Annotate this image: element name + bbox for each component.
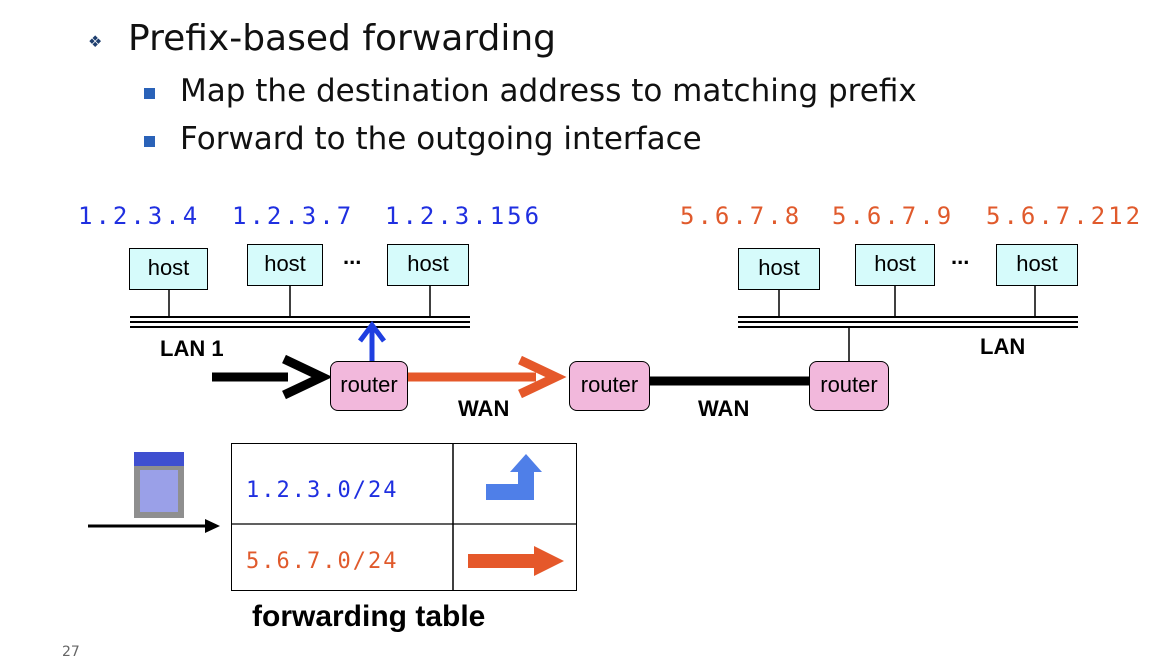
- host-box: host: [738, 248, 820, 290]
- table-prefix-cell: 5.6.7.0/24: [246, 549, 399, 574]
- router-box: router: [569, 361, 650, 411]
- square-bullet-icon: [144, 136, 155, 147]
- ip-address: 1.2.3.4: [78, 202, 201, 230]
- ip-address: 1.2.3.156: [385, 202, 543, 230]
- page-number: 27: [62, 644, 80, 660]
- bullet-item: Map the destination address to matching …: [180, 73, 917, 109]
- host-box: host: [855, 244, 935, 286]
- ip-address: 5.6.7.212: [986, 202, 1144, 230]
- table-caption: forwarding table: [252, 600, 486, 633]
- lan-label: LAN: [980, 334, 1026, 359]
- ellipsis: ...: [951, 244, 970, 269]
- ip-address: 5.6.7.8: [680, 202, 803, 230]
- slide-title: Prefix-based forwarding: [128, 18, 557, 59]
- host-box: host: [996, 244, 1078, 286]
- router-box: router: [330, 361, 408, 411]
- packet-icon: [134, 452, 184, 518]
- host-box: host: [247, 244, 323, 286]
- right-arrow-icon: [468, 546, 564, 576]
- host-box: host: [387, 244, 469, 286]
- forwarding-table: [231, 443, 577, 591]
- router-box: router: [809, 361, 889, 411]
- table-prefix-cell: 1.2.3.0/24: [246, 478, 399, 503]
- diamond-bullet-icon: ❖: [88, 32, 103, 51]
- ellipsis: ...: [343, 244, 362, 269]
- wan-label: WAN: [698, 396, 750, 421]
- up-turn-arrow-icon: [486, 454, 542, 500]
- ip-address: 1.2.3.7: [232, 202, 355, 230]
- square-bullet-icon: [144, 88, 155, 99]
- host-box: host: [129, 248, 208, 290]
- lan-label: LAN 1: [160, 336, 224, 361]
- ip-address: 5.6.7.9: [832, 202, 955, 230]
- wan-label: WAN: [458, 396, 510, 421]
- bullet-item: Forward to the outgoing interface: [180, 121, 702, 157]
